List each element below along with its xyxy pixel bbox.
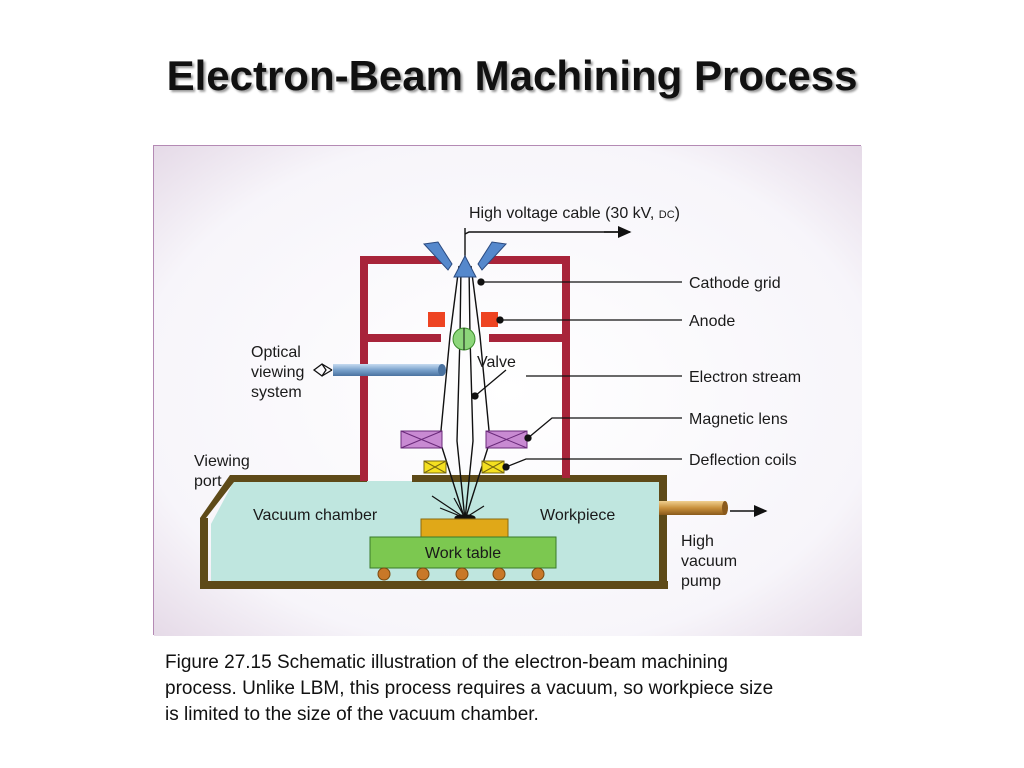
roller [416,567,430,581]
label-cathode-grid: Cathode grid [689,275,781,292]
optical-viewing-tube [333,364,446,376]
label-viewing-port-line2: port [194,473,222,490]
label-vacuum-chamber: Vacuum chamber [253,507,378,524]
chamber-right-wall [659,475,667,589]
leader-dot [471,392,479,400]
leader-dot [496,316,504,324]
roller [455,567,469,581]
magnetic-lens-left [400,430,443,449]
magnetic-lens-right [485,430,528,449]
work-table-rollers [377,567,545,581]
chamber-top-wall-right [412,475,667,482]
caption-line-2: process. Unlike LBM, this process requir… [165,678,774,699]
cathode-right-wing [477,241,508,271]
leader-dot [524,434,532,442]
optical-tube-body [333,364,442,376]
leader-dot [502,463,510,471]
label-valve: Valve [477,354,516,371]
label-work-table: Work table [425,545,501,562]
label-deflection-coils: Deflection coils [689,452,797,469]
chamber-floor [200,581,668,589]
deflection-coil-right [481,460,505,474]
figure-caption: Figure 27.15 Schematic illustration of t… [165,650,925,728]
valve-shelf-left [368,334,441,342]
roller [531,567,545,581]
leader-optical-system [312,363,333,377]
ebm-schematic: High voltage cable (30 kV, DC) Cathode g… [154,146,862,636]
slide-title: Electron-Beam Machining Process [166,52,858,99]
label-magnetic-lens: Magnetic lens [689,411,788,428]
caption-line-1: Figure 27.15 Schematic illustration of t… [165,652,728,673]
label-high-voltage-cable: High voltage cable (30 kV, DC) [469,205,680,222]
anode-right [481,312,498,327]
label-pump-line3: pump [681,573,721,590]
leader-valve [474,369,507,397]
label-anode: Anode [689,313,735,330]
leader-deflection-coils [505,458,682,468]
workpiece [420,518,509,538]
column-top-left [360,256,443,264]
chamber-slant-wall [200,475,367,518]
chamber-left-wall [200,518,208,589]
valve-shelf-right [489,334,562,342]
cathode [422,241,508,278]
label-optical-line3: system [251,384,302,401]
column-top-right [487,256,570,264]
deflection-coil-left [423,460,447,474]
label-pump-line2: vacuum [681,553,737,570]
roller [377,567,391,581]
ebm-diagram: High voltage cable (30 kV, DC) Cathode g… [153,145,862,636]
work-table [369,536,557,569]
label-viewing-port-line1: Viewing [194,453,250,470]
leader-dot [477,278,485,286]
roller [492,567,506,581]
leader-magnetic-lens [527,417,682,439]
beam-impact-spark [431,495,485,522]
caption-line-3: is limited to the size of the vacuum cha… [165,704,539,725]
high-voltage-cable-line [464,231,624,235]
label-electron-stream: Electron stream [689,369,801,386]
leader-lines [312,278,682,471]
pump-pipe-end [722,501,728,515]
label-workpiece: Workpiece [540,507,615,524]
cathode-left-wing [422,241,453,271]
label-pump-line1: High [681,533,714,550]
label-optical-line2: viewing [251,364,304,381]
pump-pipe-body [659,501,725,515]
vacuum-pump-pipe [659,501,728,515]
optical-tube-end [438,364,446,376]
label-optical-line1: Optical [251,344,301,361]
column-right-wall [562,256,570,478]
cathode-tip [453,254,477,278]
anode-left [428,312,445,327]
